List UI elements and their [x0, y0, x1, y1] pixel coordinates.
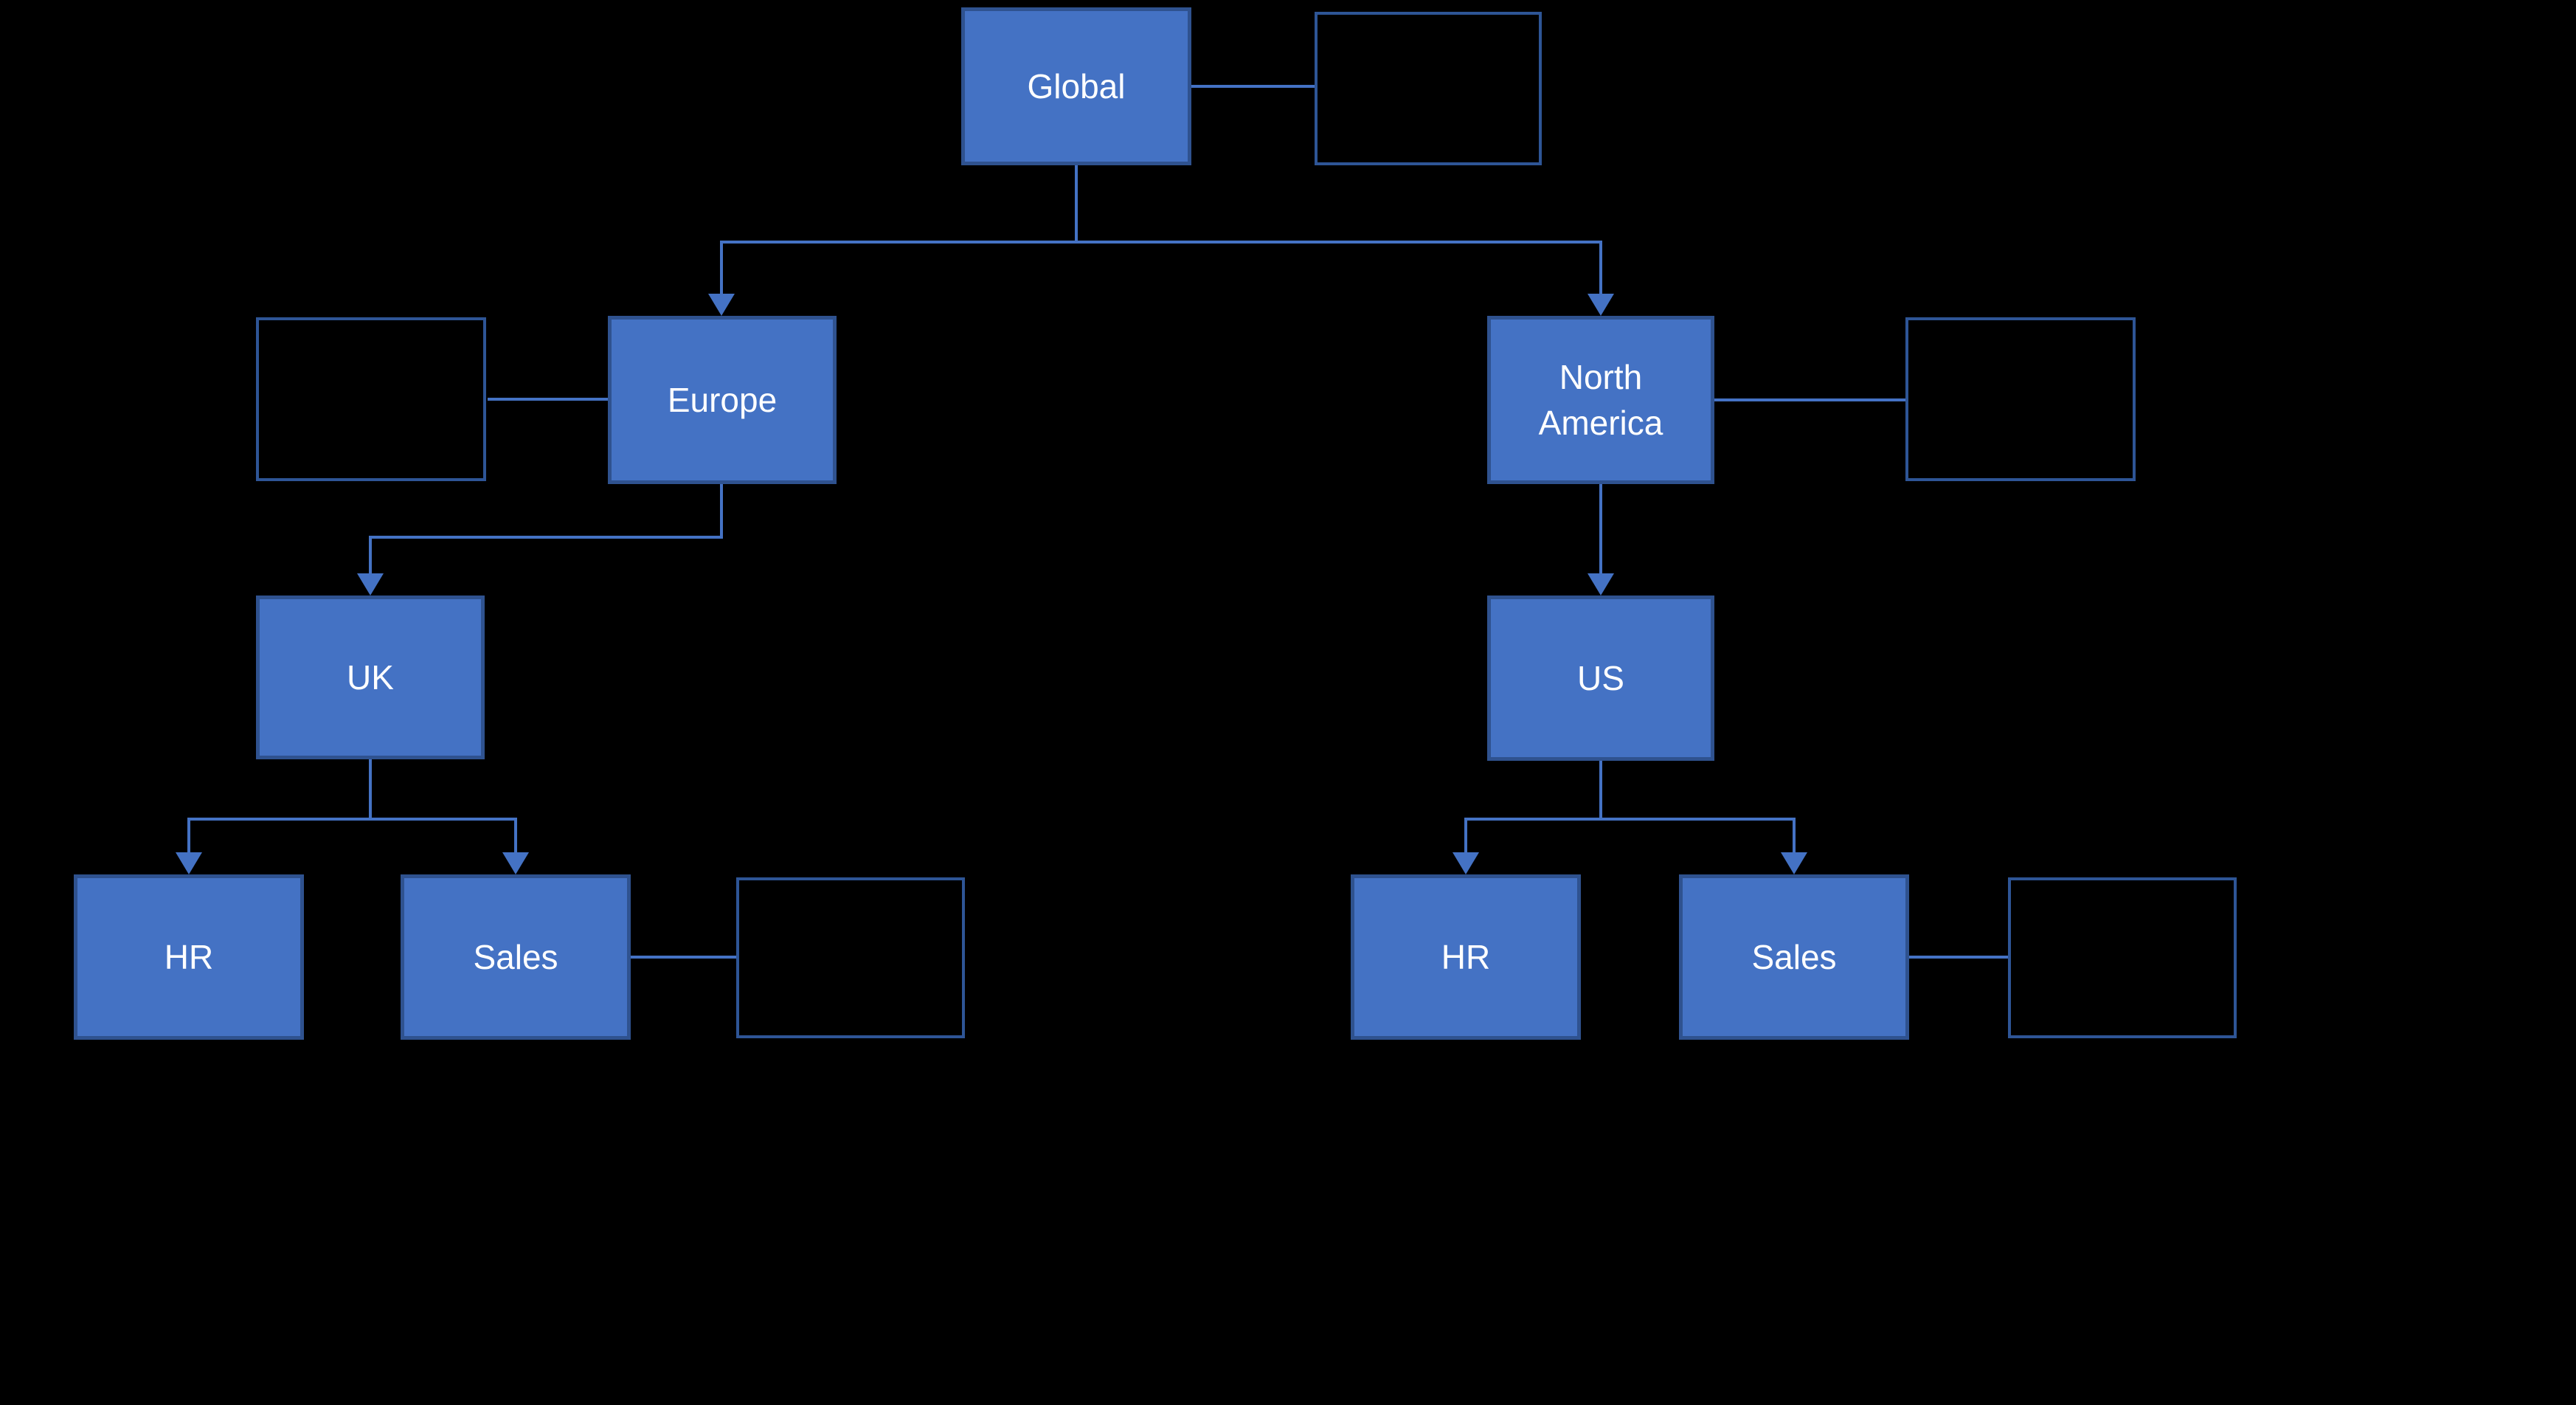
- empty-box-left-of-europe[interactable]: [256, 317, 486, 481]
- node-uk[interactable]: UK: [256, 596, 485, 759]
- node-north-america-label: North America: [1538, 357, 1663, 442]
- connector-north-america-us: [1599, 484, 1602, 573]
- connector-global-stem: [1075, 165, 1078, 242]
- arrowhead-europe-icon: [708, 294, 735, 316]
- connector-us-children-span: [1464, 818, 1796, 821]
- node-uk-label: UK: [347, 657, 394, 697]
- connector-europe-stem: [720, 484, 723, 539]
- node-sales-uk[interactable]: Sales: [401, 874, 631, 1040]
- connector-uk-children-span: [187, 818, 517, 821]
- node-global[interactable]: Global: [961, 7, 1191, 165]
- node-sales-uk-label: Sales: [473, 937, 558, 976]
- node-hr-us[interactable]: HR: [1351, 874, 1581, 1040]
- node-us-label: US: [1577, 658, 1624, 697]
- connector-sales-us-to-empty: [1909, 956, 2008, 959]
- node-global-label: Global: [1027, 66, 1126, 106]
- arrowhead-uk-icon: [357, 573, 384, 596]
- connector-europe-drop: [720, 241, 723, 297]
- connector-hr-uk-drop: [187, 818, 190, 852]
- connector-uk-drop: [369, 536, 372, 573]
- connector-sales-uk-drop: [514, 818, 517, 852]
- connector-north-america-drop: [1599, 241, 1602, 297]
- node-hr-us-label: HR: [1441, 937, 1491, 976]
- node-us[interactable]: US: [1487, 596, 1714, 761]
- empty-box-right-of-sales-us[interactable]: [2008, 877, 2237, 1038]
- empty-box-right-of-sales-uk[interactable]: [736, 877, 965, 1038]
- connector-uk-stem: [369, 759, 372, 821]
- empty-box-right-of-global[interactable]: [1315, 12, 1542, 165]
- arrowhead-sales-uk-icon: [502, 852, 529, 874]
- node-europe-label: Europe: [667, 380, 778, 419]
- node-hr-uk[interactable]: HR: [74, 874, 304, 1040]
- node-sales-us[interactable]: Sales: [1679, 874, 1909, 1040]
- arrowhead-us-icon: [1588, 573, 1614, 596]
- arrowhead-sales-us-icon: [1781, 852, 1807, 874]
- node-europe[interactable]: Europe: [608, 316, 837, 484]
- arrowhead-north-america-icon: [1588, 294, 1614, 316]
- arrowhead-hr-uk-icon: [176, 852, 202, 874]
- node-north-america[interactable]: North America: [1487, 316, 1714, 484]
- connector-sales-us-drop: [1793, 818, 1796, 852]
- node-sales-us-label: Sales: [1751, 937, 1837, 976]
- connector-us-stem: [1599, 761, 1602, 821]
- connector-tier2-span: [721, 241, 1602, 244]
- connector-europe-uk-elbow: [369, 536, 723, 539]
- connector-sales-uk-to-empty: [631, 956, 736, 959]
- node-hr-uk-label: HR: [164, 937, 214, 976]
- empty-box-right-of-north-america[interactable]: [1905, 317, 2136, 481]
- arrowhead-hr-us-icon: [1453, 852, 1479, 874]
- connector-hr-us-drop: [1464, 818, 1467, 852]
- connector-north-america-to-empty: [1714, 398, 1905, 401]
- connector-global-to-empty: [1191, 85, 1315, 88]
- connector-empty-to-europe: [488, 398, 608, 401]
